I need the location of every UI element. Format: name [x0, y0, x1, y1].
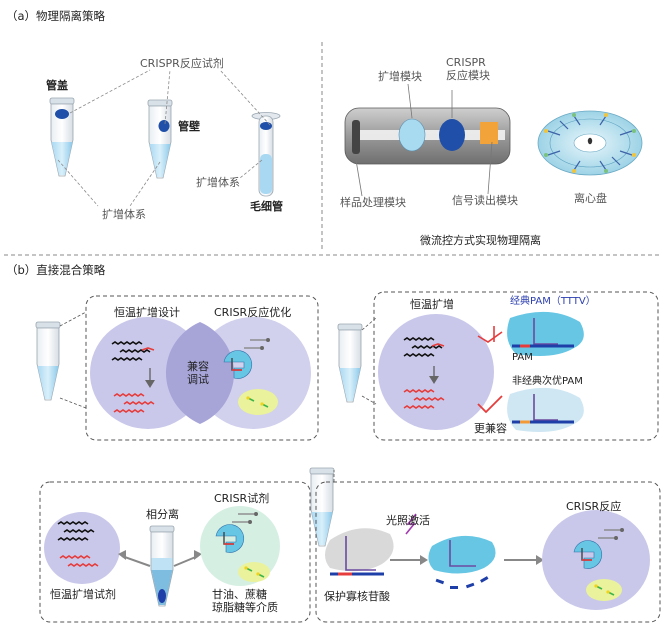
label-light-activation: 光照激活 [386, 514, 430, 527]
label-crispr-opt: CRISR反应优化 [214, 306, 292, 319]
label-compat-debug: 兼容 调试 [187, 360, 209, 387]
caption-microfluidic: 微流控方式实现物理隔离 [420, 234, 541, 247]
label-lid: 管盖 [46, 79, 68, 92]
label-crisr-reaction: CRISR反应 [566, 500, 622, 513]
label-more-compatible: 更兼容 [474, 422, 507, 435]
capillary-tube [251, 112, 281, 197]
label-amp-system-2: 扩增体系 [196, 176, 240, 189]
label-protective-oligo: 保护寡核苷酸 [324, 590, 390, 603]
label-sample-module: 样品处理模块 [340, 196, 406, 209]
panel-b-title: （b）直接混合策略 [6, 263, 106, 277]
label-isothermal-design: 恒温扩增设计 [114, 306, 180, 319]
tube-lid-variant [49, 97, 75, 177]
label-isothermal-amp: 恒温扩增 [410, 298, 454, 311]
panel-a [4, 42, 660, 256]
label-pam: PAM [512, 352, 533, 363]
label-crispr-reagent: CRISPR反应试剂 [140, 57, 224, 70]
label-phase-sep: 相分离 [146, 508, 179, 521]
label-signal-module: 信号读出模块 [452, 194, 518, 207]
microfluidic-chip [344, 107, 511, 165]
centrifugal-disc [537, 110, 643, 176]
label-amp-system-1: 扩增体系 [102, 208, 146, 221]
label-crisr-reagent: CRISR试剂 [214, 492, 270, 505]
label-amp-module: 扩增模块 [378, 70, 422, 83]
panel-b-bottom [39, 467, 661, 623]
label-capillary: 毛细管 [250, 200, 283, 213]
tube-wall-variant [147, 99, 173, 179]
label-media: 甘油、蔗糖 琼脂糖等介质 [212, 588, 278, 615]
classic-pam-cas [507, 311, 584, 356]
label-classic-pam: 经典PAM（TTTV） [510, 296, 596, 307]
label-iso-reagent: 恒温扩增试剂 [50, 588, 116, 601]
label-tube-wall: 管壁 [178, 120, 200, 133]
nonclassic-pam-cas [507, 387, 584, 432]
panel-a-title: （a）物理隔离策略 [6, 9, 106, 23]
label-crispr-module: CRISPR 反应模块 [446, 56, 490, 83]
panel-b-top [35, 291, 659, 441]
label-centrifugal-disc: 离心盘 [574, 192, 607, 205]
label-nonclassic-pam: 非经典次优PAM [512, 376, 583, 387]
